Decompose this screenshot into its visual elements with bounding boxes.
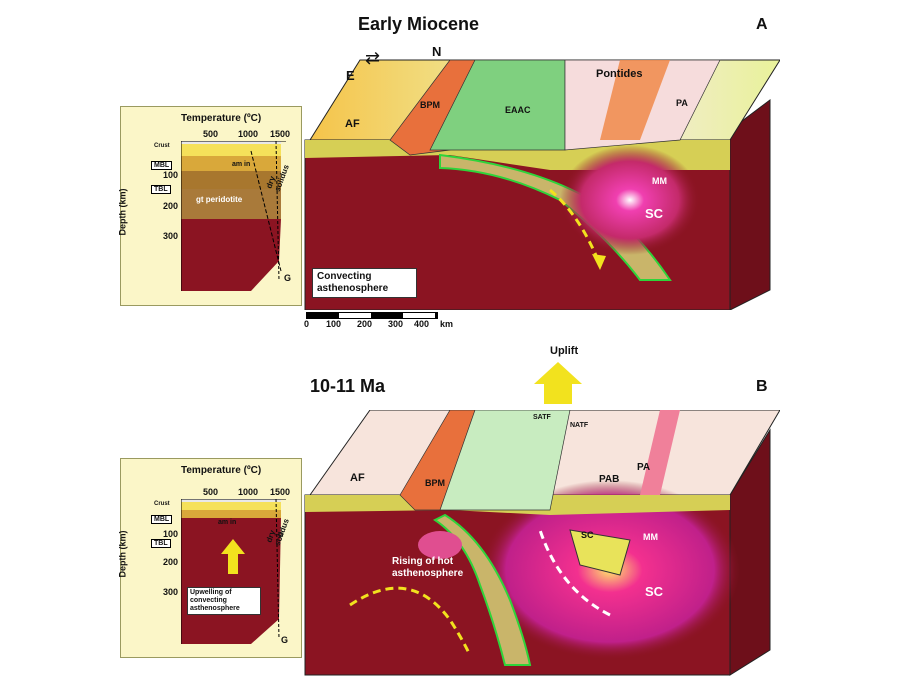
- scale-tick-300: 300: [388, 319, 403, 329]
- inset-b-tick-1500: 1500: [270, 487, 290, 497]
- label-rising: Rising of hot asthenosphere: [392, 556, 482, 580]
- label-af-b: AF: [350, 472, 365, 484]
- panel-b-title: 10-11 Ma: [310, 376, 385, 397]
- inset-a-mbl: MBL: [151, 161, 172, 170]
- rising-plume: [418, 531, 462, 559]
- inset-a-tbl: TBL: [151, 185, 171, 194]
- inset-b-title: Temperature (ºC): [181, 465, 261, 476]
- label-pa-b: PA: [637, 462, 650, 473]
- inset-a-tick-1500: 1500: [270, 129, 290, 139]
- inset-b-depth-label: Depth (km): [118, 531, 128, 578]
- inset-b-tick-500: 500: [203, 487, 218, 497]
- inset-b-depth-300: 300: [163, 587, 178, 597]
- scale-tick-400: 400: [414, 319, 429, 329]
- inset-a-g: G: [284, 273, 291, 283]
- label-af: AF: [345, 118, 360, 130]
- mantle-label: Convecting asthenosphere: [312, 268, 417, 298]
- scale-tick-100: 100: [326, 319, 341, 329]
- inset-a-gt-peridotite: gt peridotite: [196, 195, 242, 204]
- label-satf: SATF: [533, 414, 551, 421]
- inset-a-tick-500: 500: [203, 129, 218, 139]
- inset-b-am-in: am in: [218, 519, 236, 526]
- label-eaac: EAAC: [505, 105, 531, 115]
- inset-a-depth-200: 200: [163, 201, 178, 211]
- inset-b-mbl: MBL: [151, 515, 172, 524]
- compass-arrow-icon: ⇄: [365, 48, 380, 69]
- inset-b-upwelling: Upwelling of convecting asthenosphere: [187, 587, 261, 615]
- panel-a-title: Early Miocene: [358, 14, 479, 35]
- label-sc: SC: [645, 206, 663, 221]
- label-pab: PAB: [599, 474, 619, 485]
- inset-b-tbl: TBL: [151, 539, 171, 548]
- side-face: [730, 100, 770, 310]
- inset-b-crust: Crust: [154, 501, 170, 507]
- inset-a-tick-1000: 1000: [238, 129, 258, 139]
- inset-a-am-in: am in: [232, 161, 250, 168]
- label-natf: NATF: [570, 422, 588, 429]
- uplift-arrow-shaft: [544, 384, 572, 404]
- label-n: N: [432, 44, 441, 59]
- inset-a-depth-300: 300: [163, 231, 178, 241]
- label-sc2-b: SC: [645, 584, 663, 599]
- label-e: E: [346, 68, 355, 83]
- inset-b-depth-100: 100: [163, 529, 178, 539]
- scale-tick-200: 200: [357, 319, 372, 329]
- inset-a: Temperature (ºC) 500 1000 1500 Depth (km…: [120, 106, 302, 306]
- inset-a-crust: Crust: [154, 143, 170, 149]
- inset-b-g-mod: G: [278, 532, 283, 539]
- label-mm-b: MM: [643, 532, 658, 542]
- inset-b-tick-1000: 1000: [238, 487, 258, 497]
- scale-unit: km: [440, 319, 453, 329]
- inset-b-g: G: [281, 635, 288, 645]
- panel-a-letter: A: [756, 16, 768, 34]
- uplift-arrow-icon: [534, 362, 582, 384]
- inset-a-depth-label: Depth (km): [118, 189, 128, 236]
- hot-zone: [560, 145, 700, 255]
- inset-a-title: Temperature (ºC): [181, 113, 261, 124]
- label-bpm: BPM: [420, 100, 440, 110]
- label-pontides: Pontides: [596, 68, 642, 80]
- label-bpm-b: BPM: [425, 478, 445, 488]
- label-pa: PA: [676, 98, 688, 108]
- inset-b: Temperature (ºC) 500 1000 1500 Depth (km…: [120, 458, 302, 658]
- label-sc-b: SC: [581, 530, 594, 540]
- inset-a-depth-100: 100: [163, 170, 178, 180]
- block-diagram-b: [300, 410, 780, 680]
- panel-b-letter: B: [756, 378, 768, 396]
- uplift-label: Uplift: [550, 345, 578, 357]
- label-mm: MM: [652, 176, 667, 186]
- scale-bar: [306, 312, 438, 319]
- scale-tick-0: 0: [304, 319, 309, 329]
- inset-b-depth-200: 200: [163, 557, 178, 567]
